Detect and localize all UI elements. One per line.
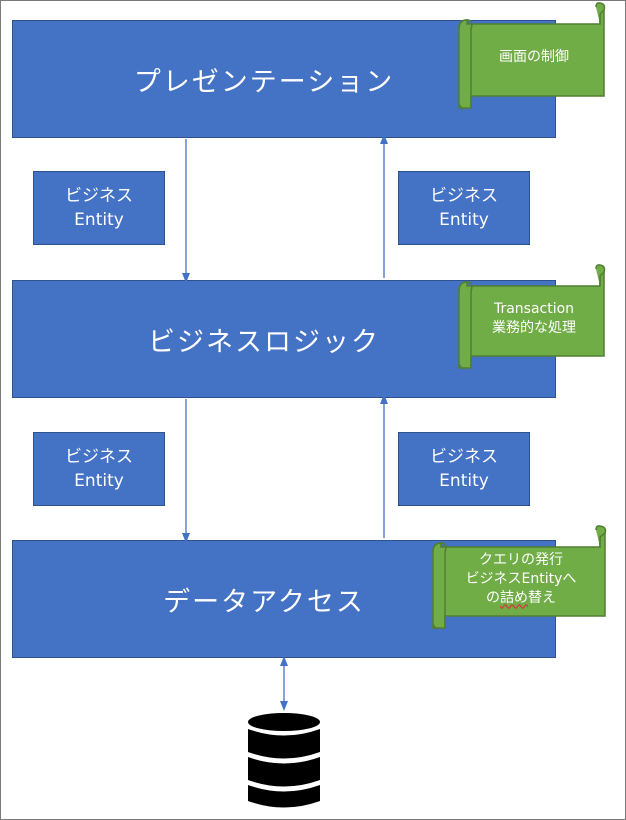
entity-label-line2: Entity xyxy=(74,210,124,230)
presentation-layer-label: プレゼンテーション xyxy=(133,66,395,98)
business-entity-box: ビジネス Entity xyxy=(33,432,165,506)
note-line: ビジネスEntityへ xyxy=(465,570,577,587)
business-entity-box: ビジネス Entity xyxy=(398,432,530,506)
note-line-part: 替え xyxy=(528,589,556,606)
note-line-part: の xyxy=(486,589,500,606)
entity-label-line1: ビジネス xyxy=(65,186,133,206)
business-logic-layer-label: ビジネスロジック xyxy=(148,326,380,358)
data-access-note: クエリの発行 ビジネスEntityへ の詰め替え xyxy=(446,545,596,613)
entity-label-line2: Entity xyxy=(439,471,489,491)
presentation-note: 画面の制御 xyxy=(470,22,598,92)
scroll-note-shape xyxy=(458,264,606,369)
note-line: 業務的な処理 xyxy=(492,320,576,336)
business-entity-box: ビジネス Entity xyxy=(398,171,530,245)
note-line: Transaction xyxy=(493,301,575,317)
database-icon xyxy=(248,713,320,808)
entity-label-line2: Entity xyxy=(439,210,489,230)
entity-label-line1: ビジネス xyxy=(430,447,498,467)
note-line: クエリの発行 xyxy=(479,551,563,568)
entity-label-line2: Entity xyxy=(74,471,124,491)
entity-label-line1: ビジネス xyxy=(430,186,498,206)
business-logic-note: Transaction 業務的な処理 xyxy=(470,284,598,354)
entity-label-line1: ビジネス xyxy=(65,447,133,467)
scroll-note-shape xyxy=(458,2,606,109)
business-entity-box: ビジネス Entity xyxy=(33,171,165,245)
scroll-note-shape xyxy=(432,525,607,629)
note-line: 画面の制御 xyxy=(499,48,569,65)
data-access-layer-label: データアクセス xyxy=(163,586,365,618)
note-line-3: の詰め替え xyxy=(486,589,556,608)
spellcheck-underlined-text: 詰め xyxy=(500,589,528,606)
